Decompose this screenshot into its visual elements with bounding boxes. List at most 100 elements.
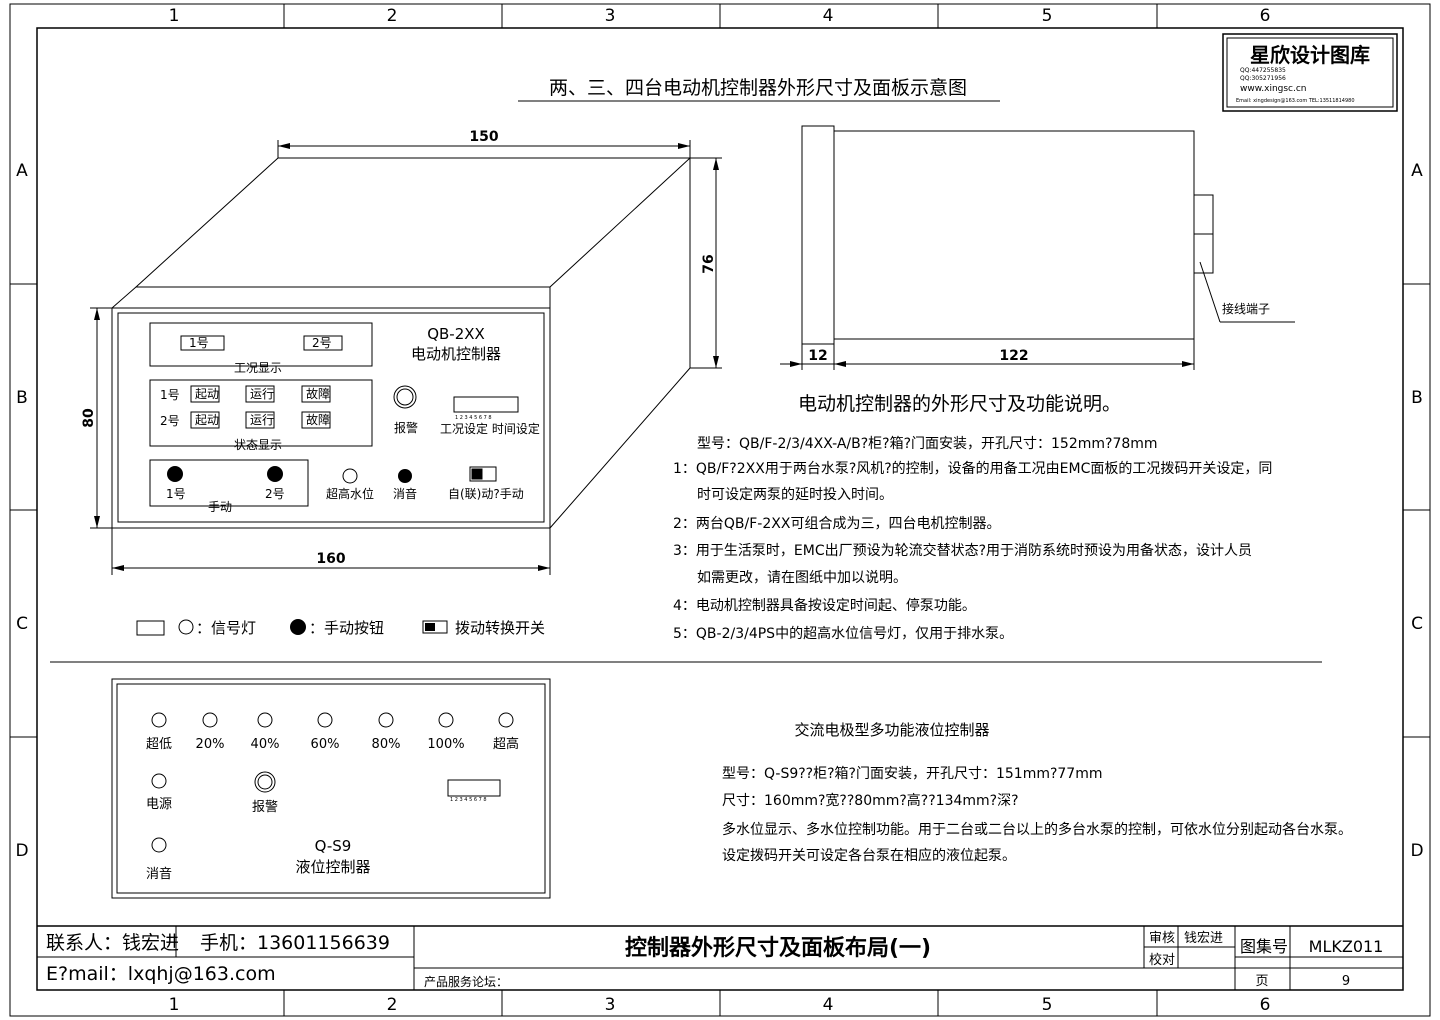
- level-model: Q-S9: [315, 837, 352, 855]
- terminal-label: 接线端子: [1222, 301, 1270, 316]
- model-label: QB-2XX: [427, 325, 485, 343]
- level-title: 交流电极型多功能液位控制器: [794, 721, 989, 739]
- level-alarm-label: 报警: [252, 799, 278, 815]
- legend-button-icon: [290, 619, 306, 635]
- level-line: 设定拨码开关可设定各台泵在相应的液位起泵。: [722, 847, 1016, 864]
- work-display-label: 工况显示: [234, 361, 282, 375]
- controller-side-view: [780, 125, 1295, 370]
- status-display-box: [149, 379, 373, 447]
- mode-switch-label: 自(联)动?手动: [448, 487, 524, 501]
- logo-qq2: QQ:305271956: [1240, 75, 1286, 82]
- col-label: 3: [605, 6, 616, 26]
- level-line: 多水位显示、多水位控制功能。用于二台或二台以上的多台水泵的控制，可依水位分别起动…: [722, 821, 1352, 838]
- col-label: 2: [387, 6, 398, 26]
- spec-line: 型号：QB/F-2/3/4XX-A/B?柜?箱?门面安装，开孔尺寸：152mm?…: [697, 436, 1158, 452]
- spec-line: 5：QB-2/3/4PS中的超高水位信号灯，仅用于排水泵。: [673, 625, 1013, 642]
- row-label: B: [16, 388, 28, 408]
- power-label: 电源: [146, 797, 172, 812]
- manual-button-2[interactable]: [267, 466, 283, 482]
- manual-button-1[interactable]: [167, 466, 183, 482]
- row-label: A: [16, 161, 28, 181]
- level-lamp: 60%: [311, 737, 340, 752]
- status-display-label: 状态显示: [234, 438, 282, 452]
- pump2-label: 2号: [312, 336, 332, 350]
- row-label: C: [16, 614, 28, 634]
- dim-122: 122: [999, 348, 1028, 364]
- dim-76: 76: [701, 254, 717, 273]
- logo-site: www.xingsc.cn: [1240, 84, 1307, 94]
- row-label: D: [1410, 841, 1423, 861]
- level-alarm-indicator: [254, 771, 276, 793]
- reviewer-name: 钱宏进: [1184, 931, 1223, 946]
- row-label: A: [1411, 161, 1423, 181]
- level-lamp: 100%: [427, 737, 464, 752]
- run-lamp-2: 运行: [250, 413, 274, 427]
- logo-contact: Email: xingdesign@163.com TEL:1351181498…: [1236, 98, 1355, 104]
- check-label: 校对: [1149, 952, 1175, 968]
- logo-name: 星欣设计图库: [1250, 43, 1370, 67]
- spec-line: 4：电动机控制器具备按设定时间起、停泵功能。: [673, 597, 976, 614]
- manual-label: 手动: [208, 500, 232, 514]
- level-lamp: 20%: [196, 737, 225, 752]
- level-line: 型号：Q-S9??柜?箱?门面安装，开孔尺寸：151mm?77mm: [722, 766, 1103, 782]
- level-controller-panel: [111, 678, 551, 899]
- dim-80: 80: [81, 408, 97, 428]
- level-lamp: 超低: [146, 737, 172, 752]
- pump1-label: 1号: [189, 336, 209, 350]
- dip-switch[interactable]: [453, 396, 519, 413]
- run-lamp-1: 运行: [250, 387, 274, 401]
- col-label: 1: [169, 6, 180, 26]
- manual2-label: 2号: [265, 487, 285, 501]
- logo: 星欣设计图库 QQ:447255835 QQ:305271956 www.xin…: [1222, 33, 1398, 112]
- level-dip-switch[interactable]: [447, 779, 501, 797]
- row1-label: 1号: [160, 388, 180, 402]
- spec-line: 如需更改，请在图纸中加以说明。: [697, 570, 907, 586]
- col-label: 6: [1260, 6, 1271, 26]
- col-label: 4: [823, 995, 834, 1015]
- dim-160: 160: [316, 551, 345, 567]
- controller-name: 电动机控制器: [411, 345, 501, 363]
- spec-line: 3：用于生活泵时，EMC出厂预设为轮流交替状态?用于消防系统时预设为用备状态，设…: [673, 542, 1252, 559]
- contact-person: 联系人：钱宏进: [46, 932, 179, 954]
- work-display-box: [149, 322, 373, 367]
- level-line: 尺寸：160mm?宽??80mm?高??134mm?深?: [722, 792, 1019, 809]
- logo-qq1: QQ:447255835: [1240, 67, 1286, 74]
- level-mute-button[interactable]: [151, 837, 167, 853]
- drawing-name: 控制器外形尺寸及面板布局(一): [625, 935, 931, 961]
- page-label: 页: [1255, 974, 1268, 989]
- legend-lamp-circle-icon: [178, 619, 194, 635]
- contact-phone: 手机：13601156639: [200, 932, 390, 954]
- row-label: B: [1411, 388, 1423, 408]
- manual1-label: 1号: [166, 487, 186, 501]
- atlas-label: 图集号: [1240, 937, 1288, 956]
- legend-switch-icon: [422, 620, 448, 634]
- col-label: 3: [605, 995, 616, 1015]
- overhigh-lamp: [342, 468, 358, 484]
- mute-label: 消音: [393, 486, 417, 501]
- alarm-label: 报警: [394, 420, 418, 435]
- spec-line: 1：QB/F?2XX用于两台水泵?风机?的控制，设备的用备工况由EMC面板的工况…: [673, 460, 1272, 477]
- row2-label: 2号: [160, 414, 180, 428]
- row-label: C: [1411, 614, 1423, 634]
- legend-lamp: ：信号灯: [196, 619, 256, 637]
- level-name: 液位控制器: [295, 858, 370, 876]
- contact-email: E?mail：lxqhj@163.com: [46, 963, 276, 985]
- dim-12: 12: [808, 348, 827, 364]
- spec-line: 时可设定两泵的延时投入时间。: [697, 487, 893, 503]
- legend-switch: 拨动转换开关: [455, 619, 545, 637]
- page-number: 9: [1342, 974, 1350, 989]
- level-lamp: 80%: [372, 737, 401, 752]
- col-label: 5: [1042, 995, 1053, 1015]
- legend-button: ：手动按钮: [309, 619, 384, 637]
- spec-line: 2：两台QB/F-2XX可组合成为三，四台电机控制器。: [673, 516, 1000, 532]
- drawing-title: 两、三、四台电动机控制器外形尺寸及面板示意图: [549, 77, 967, 99]
- row-label: D: [15, 841, 28, 861]
- level-mute-label: 消音: [146, 866, 172, 882]
- mode-switch[interactable]: [469, 466, 497, 482]
- dim-150: 150: [469, 129, 498, 145]
- atlas-number: MLKZ011: [1309, 937, 1384, 956]
- start-lamp-1: 起动: [195, 387, 219, 401]
- power-lamp: [151, 773, 167, 789]
- mute-button[interactable]: [398, 469, 412, 483]
